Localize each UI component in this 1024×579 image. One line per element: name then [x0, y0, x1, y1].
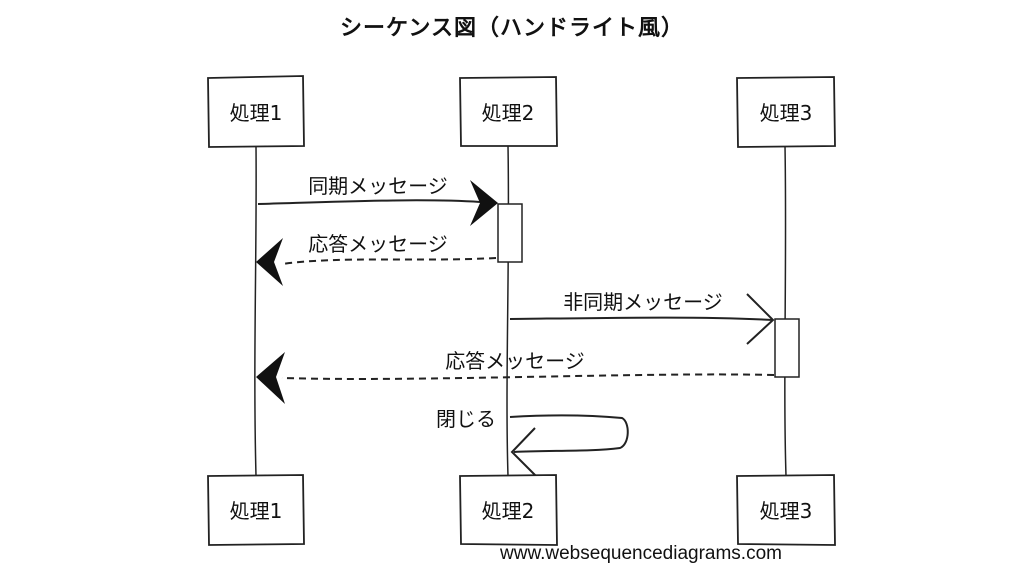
message-self: 閉じる [436, 407, 629, 477]
message-label: 応答メッセージ [308, 232, 448, 256]
message-label: 応答メッセージ [445, 349, 585, 373]
participant-label: 処理3 [760, 101, 813, 125]
diagram-title: シーケンス図（ハンドライト風） [340, 16, 684, 41]
participant-box-bottom-3: 処理3 [736, 474, 836, 546]
activation-bar-2 [497, 203, 523, 263]
footer-link[interactable]: www.websequencediagrams.com [500, 543, 782, 564]
participant-box-top-3: 処理3 [736, 76, 836, 148]
participant-box-bottom-1: 処理1 [207, 474, 305, 546]
participant-label: 処理2 [482, 499, 535, 523]
message-reply-1: 応答メッセージ [256, 232, 497, 286]
participant-box-top-1: 処理1 [207, 75, 305, 148]
participant-label: 処理3 [760, 499, 813, 523]
participant-label: 処理1 [230, 499, 283, 523]
lifeline-3 [784, 145, 787, 477]
message-label: 同期メッセージ [308, 174, 448, 198]
participant-label: 処理1 [230, 101, 283, 125]
participant-box-top-2: 処理2 [459, 76, 558, 147]
lifeline-1 [254, 145, 257, 477]
message-sync: 同期メッセージ [257, 174, 498, 226]
participant-box-bottom-2: 処理2 [459, 474, 558, 546]
message-reply-2: 応答メッセージ [256, 349, 775, 404]
activation-bar-3 [774, 318, 800, 378]
message-label: 非同期メッセージ [563, 290, 723, 314]
lifeline-2 [506, 145, 510, 477]
participant-label: 処理2 [482, 101, 535, 125]
message-async: 非同期メッセージ [509, 290, 775, 345]
message-label: 閉じる [436, 407, 496, 431]
